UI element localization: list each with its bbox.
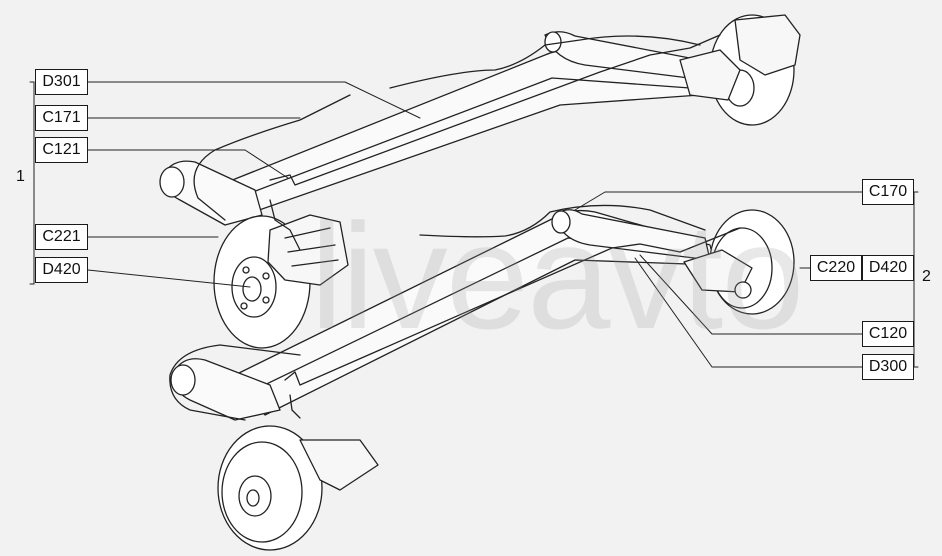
upper-left-caliper: [267, 214, 349, 286]
upper-right-bushing: [544, 31, 562, 53]
lower-brake-pipe: [284, 227, 741, 386]
wheel-stud: [240, 302, 248, 310]
wheel-stud: [262, 272, 270, 280]
lower-brake-pipe-left: [289, 394, 301, 419]
part-label-c120[interactable]: C120: [862, 321, 914, 347]
lower-handbrake-cable-left: [169, 344, 301, 421]
part-label-d300[interactable]: D300: [862, 354, 914, 380]
lower-axle-assembly: [169, 204, 795, 551]
upper-handbrake-cable-right: [389, 35, 701, 89]
lower-left-drum-center: [246, 489, 260, 507]
leader-d300: [634, 257, 863, 368]
lower-handbrake-cable-right: [419, 204, 706, 238]
lower-left-backing-plate: [299, 439, 379, 491]
leader-d301: [87, 81, 421, 119]
part-label-c221[interactable]: C221: [35, 224, 88, 250]
leader-lines: [29, 81, 919, 368]
upper-left-bushing: [159, 166, 185, 198]
group-number-left: 1: [16, 168, 25, 185]
part-label-d420-left[interactable]: D420: [35, 257, 88, 283]
lower-right-hub: [734, 281, 752, 299]
part-label-c121[interactable]: C121: [35, 137, 88, 163]
upper-left-hub-center: [242, 276, 262, 302]
upper-beam-edge: [231, 77, 691, 201]
upper-brake-pipe-left: [269, 199, 301, 251]
group-number-right: 2: [922, 268, 931, 285]
wheel-stud: [262, 296, 270, 304]
upper-axle-assembly: [159, 14, 801, 349]
upper-right-caliper: [734, 14, 801, 76]
upper-right-bracket: [679, 49, 741, 101]
upper-brake-pipe: [269, 34, 721, 186]
leader-c170: [574, 191, 863, 211]
leader-d420-left: [87, 269, 251, 288]
part-label-c170[interactable]: C170: [862, 179, 914, 205]
wheel-stud: [242, 266, 250, 274]
upper-torsion-beam: [219, 49, 701, 216]
part-label-d301[interactable]: D301: [35, 69, 88, 95]
lower-right-bracket: [683, 249, 753, 293]
part-label-c220[interactable]: C220: [810, 255, 862, 281]
leader-c120: [639, 254, 863, 335]
leader-c121: [87, 149, 289, 179]
part-label-c171[interactable]: C171: [35, 105, 88, 131]
lower-right-bushing: [551, 210, 571, 234]
lower-left-bushing: [170, 364, 196, 396]
part-label-d420-right[interactable]: D420: [862, 255, 914, 281]
